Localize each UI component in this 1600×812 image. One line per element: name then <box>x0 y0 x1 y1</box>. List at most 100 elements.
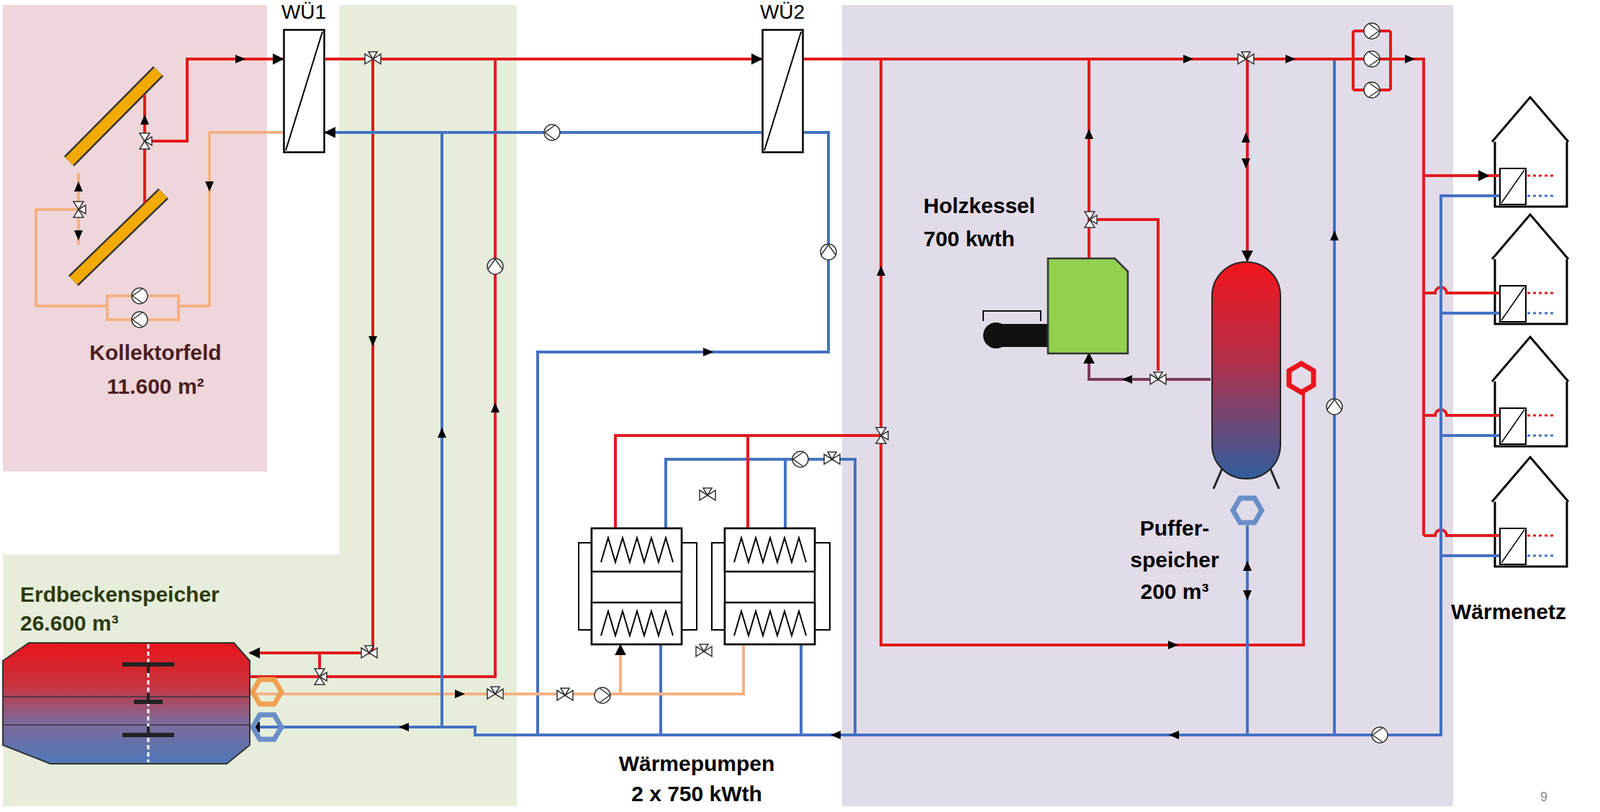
house-return <box>1527 434 1555 437</box>
condenser <box>724 528 815 572</box>
pit-storage: Erdbeckenspeicher 26.600 m³ <box>2 642 250 764</box>
exchanger-plate <box>1501 169 1525 203</box>
house-supply <box>1527 414 1555 417</box>
house-exchanger <box>1499 168 1526 205</box>
pipe-connector <box>249 555 1489 735</box>
pipe-connector <box>803 59 1489 176</box>
supply-line <box>1488 413 1500 417</box>
supply-line <box>1488 291 1500 295</box>
exchanger-body <box>762 30 804 153</box>
leg <box>1270 468 1279 489</box>
pipe-connector <box>325 57 762 61</box>
boiler-body <box>1047 258 1128 354</box>
return-line <box>1488 194 1500 198</box>
collector-field: Kollektorfeld 11.600 m² <box>2 5 268 472</box>
heat-exchanger: WÜ1 <box>282 28 326 154</box>
heating-network: Wärmenetz <box>1488 93 1575 627</box>
heat-exchanger-shape <box>761 28 804 154</box>
heat-exchanger-shape <box>282 28 326 154</box>
page-number: 9 <box>1540 788 1548 805</box>
supply-line <box>1488 174 1500 178</box>
pit-storage-shape <box>2 642 250 764</box>
wood-boiler-shape <box>1047 258 1128 354</box>
house-supply <box>1527 174 1555 178</box>
house-roof <box>1492 336 1569 382</box>
return-line <box>1488 434 1500 437</box>
supply-line <box>1488 534 1500 537</box>
pit-storage-body <box>2 642 250 764</box>
buffer-tank: Puffer- speicher 200 m³ <box>1210 260 1282 491</box>
pipe-connector <box>747 59 1248 528</box>
heating-network-shape <box>1488 93 1575 627</box>
pipe-connector <box>1088 59 1248 261</box>
burner <box>983 310 1048 349</box>
pipe-connector <box>249 132 442 727</box>
house-body <box>1494 380 1567 447</box>
pipe-connector <box>249 644 621 694</box>
connection-hexagons <box>252 363 1314 740</box>
diffuser-stem <box>146 726 150 735</box>
house-return <box>1527 312 1555 315</box>
solar-pipes <box>35 132 744 694</box>
house-exchanger <box>1499 408 1526 445</box>
exchanger-plate <box>1501 287 1525 321</box>
house-body <box>1494 500 1567 567</box>
exchanger-plate <box>764 31 802 151</box>
cold-pipes <box>325 59 1489 735</box>
exchanger-plate <box>285 31 323 151</box>
condenser <box>591 528 682 572</box>
component-label: Puffer- speicher 200 m³ <box>1127 512 1222 608</box>
heat-pumps-shape <box>577 527 833 645</box>
component-label: Kollektorfeld 11.600 m² <box>87 335 224 404</box>
hp-side <box>814 542 830 630</box>
hp-body <box>591 528 682 645</box>
house-return <box>1527 195 1555 198</box>
exchanger-plate <box>1501 529 1525 563</box>
house-roof <box>1492 214 1569 260</box>
house-supply <box>1527 292 1555 295</box>
coil <box>600 537 673 563</box>
diffuser-stem <box>146 693 150 702</box>
coil <box>600 611 673 636</box>
component-label: Wärmenetz <box>1448 597 1570 627</box>
component-label: Wärmepumpen 2 x 750 kWth <box>616 748 778 809</box>
component-label: Erdbeckenspeicher 26.600 m³ <box>20 580 224 638</box>
hp-body <box>724 528 815 645</box>
layer-line <box>2 724 250 726</box>
coil <box>734 611 807 636</box>
house-body <box>1494 140 1567 207</box>
house-body <box>1494 257 1567 324</box>
heat-exchanger: WÜ2 <box>761 28 804 154</box>
buffer-tank-shape <box>1210 260 1282 491</box>
wood-boiler: Holzkessel 700 kwth <box>1047 258 1128 354</box>
hot-pipes <box>144 30 1489 677</box>
exchanger-plate <box>1501 409 1525 443</box>
buffer-body <box>1212 261 1281 479</box>
house-exchanger <box>1499 528 1526 565</box>
flow-arrows <box>74 54 1416 740</box>
valves <box>73 51 1254 701</box>
layer-line <box>2 695 250 698</box>
hp-side <box>681 542 697 630</box>
component-label: WÜ1 <box>279 0 329 25</box>
hp-side <box>578 542 593 630</box>
diffuser-stem <box>146 664 150 673</box>
return-line <box>1488 311 1500 315</box>
return-line <box>1488 554 1500 558</box>
heat-pumps: Wärmepumpen 2 x 750 kWth <box>577 527 833 645</box>
exchanger-body <box>284 30 325 153</box>
house-return <box>1527 554 1555 558</box>
collectors <box>69 71 164 281</box>
component-label: Holzkessel 700 kwth <box>923 189 1041 256</box>
house-supply <box>1527 534 1555 537</box>
pipe-connector <box>267 57 283 61</box>
hp-side <box>711 542 726 630</box>
house-exchanger <box>1499 285 1526 322</box>
house-roof <box>1492 97 1569 142</box>
evaporator <box>591 602 682 645</box>
house-roof <box>1492 457 1569 502</box>
regions <box>2 5 1454 807</box>
evaporator <box>724 602 815 645</box>
component-label: WÜ2 <box>757 0 808 25</box>
leg <box>1213 468 1223 489</box>
